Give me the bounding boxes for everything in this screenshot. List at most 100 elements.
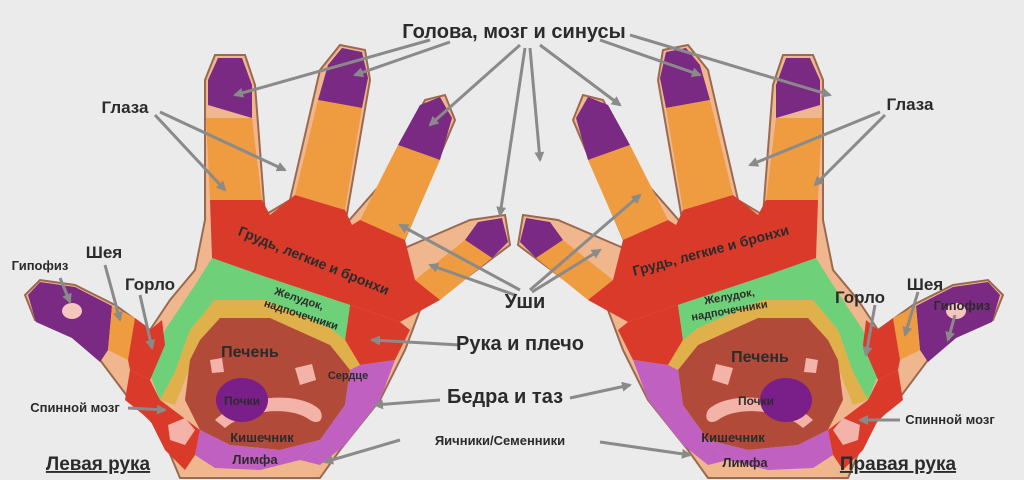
label-right-hand: Правая рука xyxy=(840,454,957,475)
left-index-fingertip xyxy=(465,218,508,258)
arrow-spine-l xyxy=(127,404,167,415)
right-ring-middle xyxy=(666,100,733,210)
left-lymph-zone xyxy=(195,430,320,470)
left-liver-spot xyxy=(210,358,224,373)
arrow-ears-l2 xyxy=(428,262,516,297)
label-pituitary-right: Гипофиз xyxy=(934,298,991,313)
outer-labels: Голова, мозг и синусы Глаза Глаза Шея Ги… xyxy=(12,21,996,475)
arrow-eyes-l2 xyxy=(159,110,287,172)
zone-heart: Сердце xyxy=(328,370,368,382)
left-little-fingertip xyxy=(208,58,252,118)
arrow-head-6 xyxy=(539,43,622,107)
arrow-head-1 xyxy=(233,38,431,98)
pointer-arrows xyxy=(58,33,957,465)
zone-kidneys-right: Почки xyxy=(738,394,774,408)
label-eyes-right: Глаза xyxy=(887,95,934,114)
zone-liver-right: Печень xyxy=(731,349,789,366)
left-kidney xyxy=(216,378,268,422)
right-little-fingertip xyxy=(776,58,820,118)
zone-intestine-left: Кишечник xyxy=(230,430,294,445)
right-liver-spot xyxy=(804,358,818,373)
label-spine-left: Спинной мозг xyxy=(30,400,120,415)
left-middle-fingertip xyxy=(398,97,452,160)
left-pelvis-zone xyxy=(300,360,395,465)
right-middle-middle xyxy=(588,145,668,240)
arrow-neck-r xyxy=(902,291,920,337)
right-thumb-tip xyxy=(916,282,1000,362)
right-middle-fingertip xyxy=(576,97,630,160)
zone-intestine-right: Кишечник xyxy=(701,430,765,445)
zone-kidneys-left: Почки xyxy=(224,394,260,408)
arrow-head-2 xyxy=(353,40,451,78)
left-index-middle xyxy=(415,240,492,300)
arrow-ears-r1 xyxy=(529,193,642,292)
arrow-arm xyxy=(370,335,461,347)
left-ring-middle xyxy=(295,100,362,210)
arrow-ovaries-l xyxy=(323,438,401,465)
right-index-middle xyxy=(536,240,613,300)
label-hips-pelvis: Бедра и таз xyxy=(447,386,563,408)
left-chest-zone xyxy=(210,195,440,322)
left-rim-zone xyxy=(160,300,360,405)
left-middle-middle xyxy=(360,145,440,240)
arrow-eyes-r1 xyxy=(813,113,887,187)
left-ring-fingertip xyxy=(318,48,368,108)
arrow-head-5 xyxy=(528,47,545,162)
right-carpal-spot xyxy=(833,418,860,445)
arrow-head-3 xyxy=(428,43,521,127)
label-ovaries: Яичники/Семенники xyxy=(435,433,565,448)
right-arm-zone xyxy=(618,305,683,365)
label-eyes-left: Глаза xyxy=(102,98,149,117)
arrow-head-4 xyxy=(496,47,527,217)
right-pelvis-zone xyxy=(633,360,728,465)
left-pituitary-dot xyxy=(62,303,82,319)
left-arm-zone xyxy=(345,305,410,365)
label-throat-right: Горло xyxy=(835,288,885,307)
arrow-throat-r xyxy=(862,304,877,357)
left-hand xyxy=(23,43,512,479)
arrow-pituitary-l xyxy=(58,277,72,304)
zone-liver-left: Печень xyxy=(221,344,279,361)
label-throat-left: Горло xyxy=(125,275,175,294)
arrow-hips-l xyxy=(373,398,441,410)
right-lymph-zone xyxy=(708,430,833,470)
arrow-throat-l xyxy=(138,294,156,350)
right-kidney xyxy=(760,378,812,422)
arrow-ovaries-r xyxy=(599,440,692,459)
arrow-ears-r2 xyxy=(531,248,602,294)
label-ears: Уши xyxy=(505,291,546,313)
label-spine-right: Спинной мозг xyxy=(905,412,995,427)
left-thumb-tip xyxy=(28,282,112,362)
arrow-eyes-r2 xyxy=(748,110,881,167)
right-rim-zone xyxy=(668,300,868,405)
label-head: Голова, мозг и синусы xyxy=(402,21,625,43)
label-neck-left: Шея xyxy=(86,243,122,262)
arrow-pituitary-r xyxy=(945,314,957,342)
right-index-fingertip xyxy=(520,218,563,258)
label-left-hand: Левая рука xyxy=(46,454,151,475)
right-pituitary-dot xyxy=(946,303,966,319)
label-arm-shoulder: Рука и плечо xyxy=(456,333,584,355)
left-spine-zone xyxy=(125,370,200,470)
right-stomach-zone xyxy=(678,258,878,400)
right-heart-spot xyxy=(712,364,733,385)
right-little-middle xyxy=(766,118,822,200)
arrow-neck-l xyxy=(103,264,123,322)
zone-lymph-left: Лимфа xyxy=(232,452,278,467)
arrow-ears-l1 xyxy=(398,223,521,292)
arrow-head-7 xyxy=(599,38,702,78)
right-chest-zone xyxy=(588,195,818,322)
label-neck-right: Шея xyxy=(907,275,943,294)
right-throat-zone xyxy=(863,318,900,380)
arrow-head-8 xyxy=(629,33,832,98)
arrow-hips-r xyxy=(569,381,632,400)
arrow-eyes-l1 xyxy=(153,113,227,192)
left-carpal-spot xyxy=(168,418,195,445)
zone-lymph-right: Лимфа xyxy=(722,455,768,470)
label-pituitary-left: Гипофиз xyxy=(12,258,69,273)
left-heart xyxy=(295,364,316,385)
left-stomach-zone xyxy=(150,258,350,400)
right-hand xyxy=(516,43,1005,479)
